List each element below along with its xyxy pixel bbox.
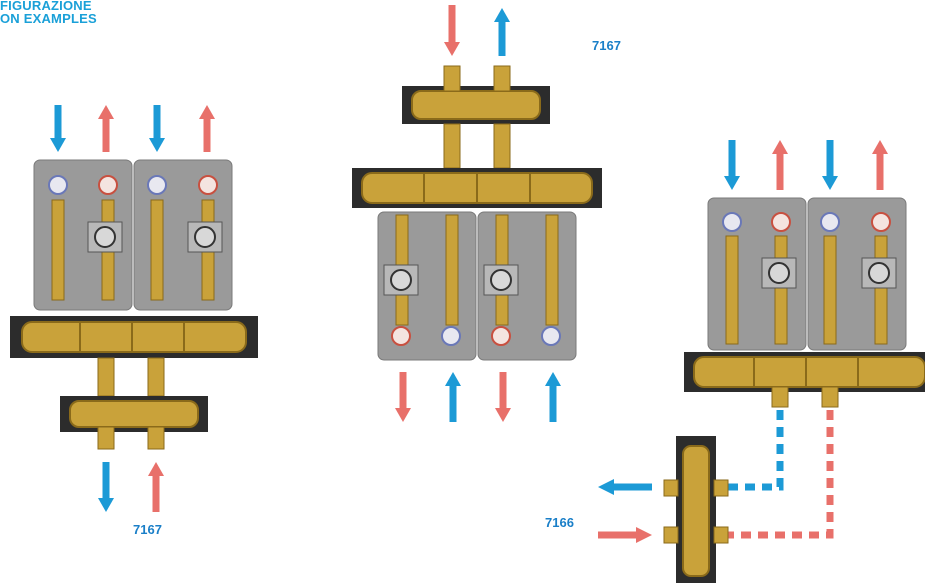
right-pump-module-2	[808, 198, 906, 350]
arrow-head	[395, 408, 411, 422]
center-manifold	[352, 168, 602, 208]
center-header-7167	[402, 66, 550, 168]
hydraulic-separator-7166	[664, 436, 728, 583]
center-pump-module-1	[378, 212, 476, 360]
right-manifold	[684, 352, 925, 407]
right-assembly	[598, 140, 925, 583]
arrow-head	[495, 408, 511, 422]
arrow-head	[494, 8, 510, 22]
left-top-arrows	[50, 105, 215, 152]
left-pump-module-2	[134, 160, 232, 310]
arrow-head	[444, 42, 460, 56]
left-manifold	[10, 316, 258, 358]
center-assembly	[352, 5, 602, 422]
return-pipe-dotted	[728, 410, 780, 487]
center-pump-module-2	[478, 212, 576, 360]
arrow-head	[98, 498, 114, 512]
arrow-head	[199, 105, 215, 119]
arrow-head	[822, 176, 838, 190]
arrow-head	[98, 105, 114, 119]
arrow-head	[872, 140, 888, 154]
left-header-7167	[60, 396, 208, 449]
left-assembly	[10, 105, 258, 512]
arrow-head	[445, 372, 461, 386]
arrow-head	[50, 138, 66, 152]
right-pump-module-1	[708, 198, 806, 350]
arrow-head	[772, 140, 788, 154]
arrow-head	[636, 527, 652, 543]
arrow-head	[148, 462, 164, 476]
left-pump-module-1	[34, 160, 132, 310]
arrow-head	[724, 176, 740, 190]
arrow-head	[598, 479, 614, 495]
arrow-head	[545, 372, 561, 386]
arrow-head	[149, 138, 165, 152]
